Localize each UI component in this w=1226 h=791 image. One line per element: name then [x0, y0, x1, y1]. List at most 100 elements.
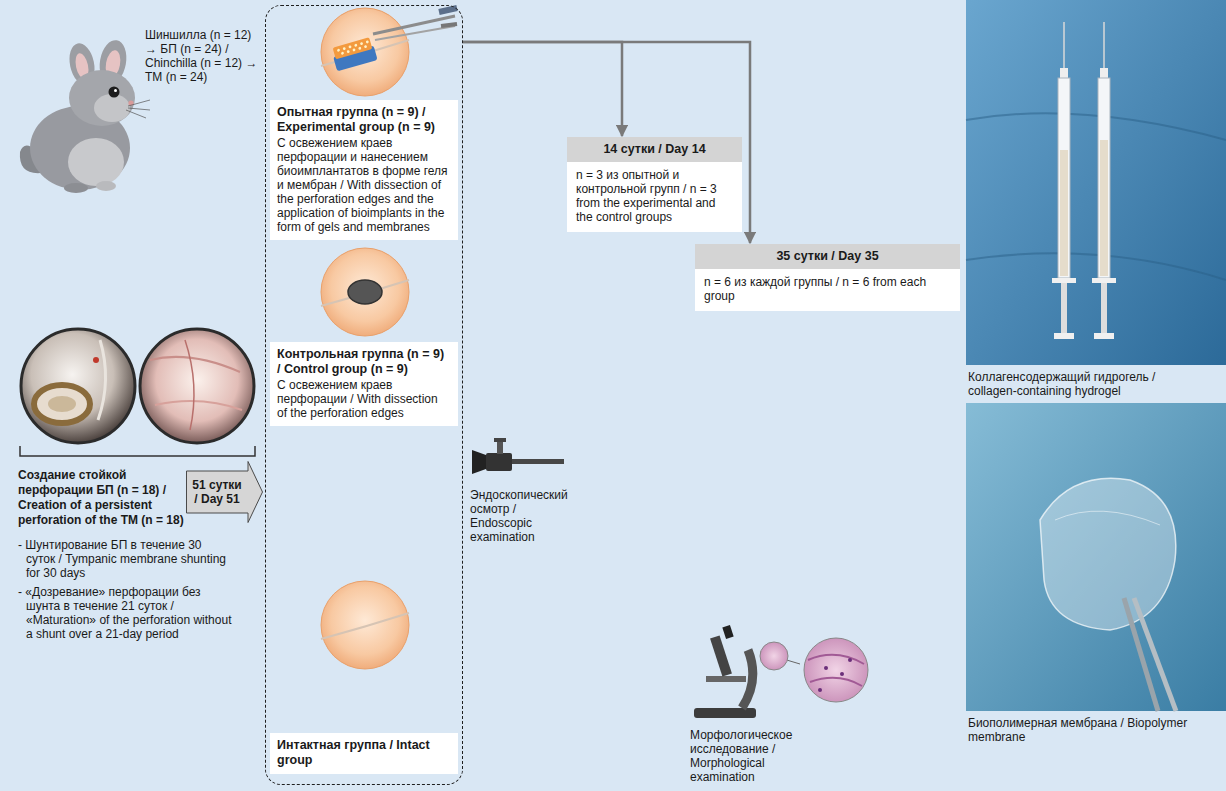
endoscopic-photo [140, 329, 254, 443]
endoscope-icon [512, 459, 564, 464]
treatment-illustration [360, 42, 363, 45]
control-illustration [321, 280, 409, 306]
membrane-photo [966, 403, 1226, 711]
procedure-step: - «Дозревание» перфорации без шунта в те… [18, 585, 233, 641]
hydrogel-photo [966, 0, 1226, 365]
treatment-illustration [333, 37, 373, 59]
treatment-illustration [341, 52, 344, 55]
microscope-icon [722, 625, 733, 639]
group-frame: Опытная группа (n = 9) / Experimental gr… [265, 5, 463, 785]
treatment-illustration [375, 26, 455, 40]
hydrogel-photo [1063, 22, 1065, 70]
endoscopic-photo [185, 340, 194, 430]
chinchilla-figure [109, 87, 120, 98]
treatment-illustration [321, 8, 457, 96]
microscope-icon [760, 642, 788, 670]
treatment-illustration [343, 47, 346, 50]
microscope-icon [706, 676, 746, 682]
chinchilla-figure [126, 100, 150, 118]
microscope-icon [840, 672, 844, 676]
group-card: Интактная группа / Intact group [270, 733, 458, 774]
hydrogel-photo [1100, 68, 1108, 78]
stage-box: 35 сутки / Day 35n = 6 из каждой группы … [695, 244, 960, 311]
subject-note: Шиншилла (n = 12) → БП (n = 24) / Chinch… [145, 28, 263, 84]
stage-description: n = 3 из опытной и контрольной групп / n… [567, 162, 742, 232]
treatment-illustration [441, 24, 457, 26]
hydrogel-photo [1100, 140, 1108, 276]
control-illustration [348, 280, 382, 304]
photo-caption: Коллагенсодержащий гидрогель / collagen-… [968, 370, 1188, 398]
group-description: С освежением краев перфорации / With dis… [277, 378, 451, 420]
hydrogel-photo [1061, 283, 1067, 333]
chinchilla-figure [94, 94, 130, 122]
microscope-icon [694, 625, 868, 718]
treatment-illustration [352, 48, 355, 51]
stage-description: n = 6 из каждой группы / n = 6 from each… [695, 269, 960, 311]
microscope-icon [694, 708, 756, 718]
hydrogel-photo [966, 113, 1226, 280]
endoscope-icon [494, 438, 506, 442]
stage-heading: 14 сутки / Day 14 [567, 137, 742, 162]
intact-illustration [321, 613, 409, 639]
photo-caption: Биополимерная мембрана / Biopolymer memb… [968, 716, 1188, 744]
microscope-icon [804, 638, 868, 702]
endoscopic-photo [98, 340, 106, 420]
intact-illustration [321, 581, 409, 669]
endoscope-icon [497, 441, 503, 454]
timeline-arrow: 51 сутки / Day 51 [186, 461, 263, 523]
membrane-photo [1040, 478, 1176, 630]
microscope-icon [810, 678, 862, 686]
group-card: Опытная группа (n = 9) / Experimental gr… [270, 100, 458, 240]
stage-heading: 35 сутки / Day 35 [695, 244, 960, 269]
chinchilla-figure [96, 181, 116, 191]
membrane-photo [1134, 598, 1176, 711]
hydrogel-photo [1098, 78, 1110, 278]
endoscopic-photo [21, 329, 135, 443]
treatment-illustration [321, 8, 409, 96]
hydrogel-photo [1094, 333, 1114, 339]
flow-connector [463, 42, 750, 243]
endoscope-icon [472, 450, 486, 474]
arrow-outline [187, 462, 263, 523]
endoscopic-photo [150, 357, 240, 372]
chinchilla-figure [20, 38, 150, 193]
hydrogel-photo [1060, 68, 1068, 78]
chinchilla-figure [68, 138, 124, 186]
flow-connector [463, 42, 622, 136]
membrane-photo [966, 403, 1226, 711]
method-caption: Морфологическое исследование / Morpholog… [690, 728, 802, 784]
method-caption: Эндоскопический осмотр / Endoscopic exam… [470, 488, 570, 544]
control-illustration [321, 248, 409, 336]
endoscopic-photo [34, 385, 90, 423]
treatment-illustration [337, 49, 340, 52]
microscope-icon [848, 658, 852, 662]
endoscope-icon [486, 453, 512, 471]
treatment-illustration [364, 45, 367, 48]
treatment-illustration [347, 50, 350, 53]
chinchilla-figure [64, 183, 88, 193]
intact-illustration [321, 581, 409, 669]
hydrogel-photo [1092, 278, 1116, 283]
bracket [20, 446, 255, 456]
microscope-icon [818, 688, 822, 692]
procedure-title: Создание стойкой перфорации БП (n = 18) … [18, 468, 198, 528]
treatment-illustration [354, 44, 357, 47]
microscope-icon [808, 655, 864, 664]
endoscopic-photo [140, 329, 254, 443]
endoscope-icon [472, 438, 564, 474]
treatment-illustration [348, 45, 351, 48]
treatment-illustration [439, 8, 457, 12]
chinchilla-figure [69, 70, 135, 126]
group-card: Контрольная группа (n = 9) / Control gro… [270, 342, 458, 426]
endoscopic-photo [48, 396, 76, 412]
group-heading: Интактная группа / Intact group [277, 738, 451, 768]
endoscopic-photo [155, 401, 242, 410]
microscope-icon [710, 635, 732, 676]
treatment-illustration [358, 47, 361, 50]
hydrogel-photo [1103, 22, 1105, 70]
arrow-label: 51 сутки / Day 51 [191, 478, 243, 506]
hydrogel-photo [1052, 278, 1076, 283]
treatment-illustration [331, 37, 378, 72]
hydrogel-photo [1054, 333, 1074, 339]
